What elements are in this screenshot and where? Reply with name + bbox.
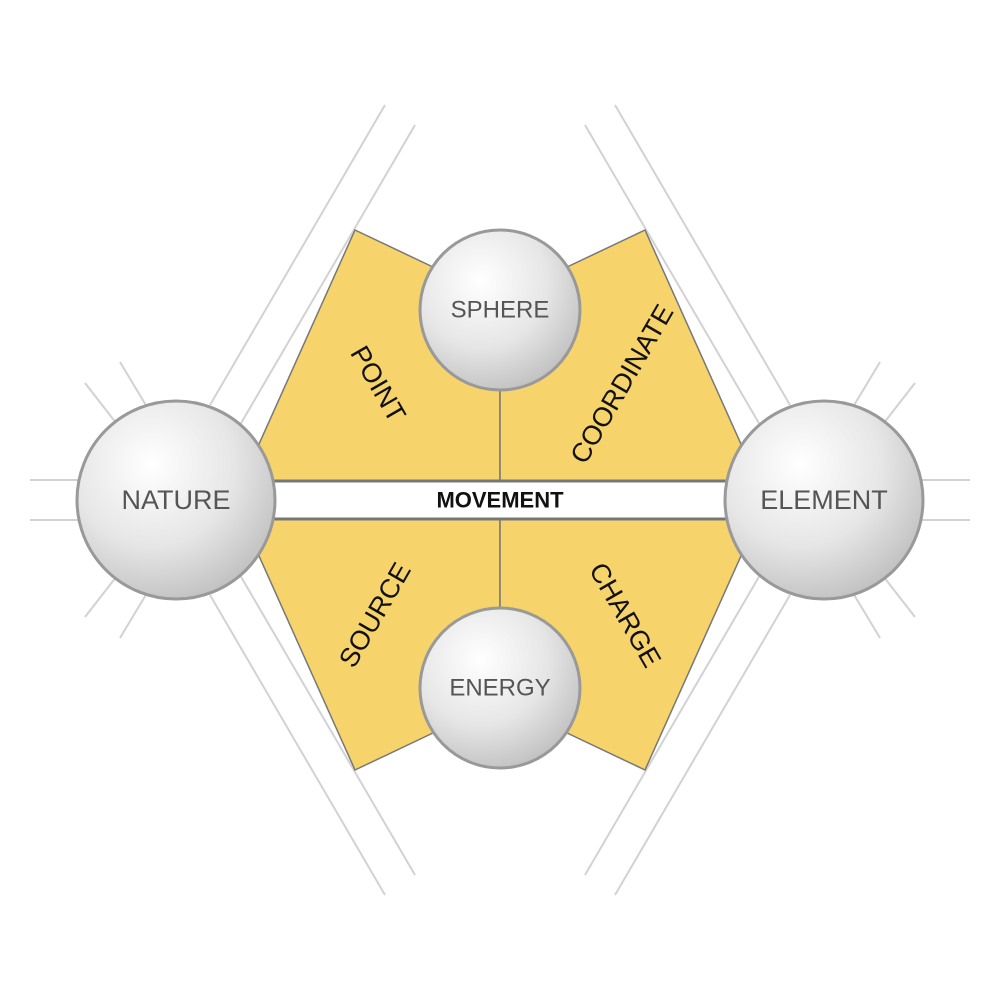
sphere-circle <box>418 228 582 392</box>
node-label-energy: ENERGY <box>449 675 550 702</box>
node-label-nature: NATURE <box>121 485 230 515</box>
guide-lines <box>30 104 970 896</box>
element-circle <box>723 399 925 601</box>
movement-label: MOVEMENT <box>436 488 564 513</box>
node-energy: ENERGY <box>418 606 582 770</box>
movement-band <box>238 479 762 521</box>
node-label-sphere: SPHERE <box>451 297 550 324</box>
nature-circle <box>75 399 277 601</box>
node-element: ELEMENT <box>723 399 925 601</box>
node-sphere: SPHERE <box>418 228 582 392</box>
node-nature: NATURE <box>75 399 277 601</box>
energy-circle <box>418 606 582 770</box>
node-label-element: ELEMENT <box>760 485 888 515</box>
